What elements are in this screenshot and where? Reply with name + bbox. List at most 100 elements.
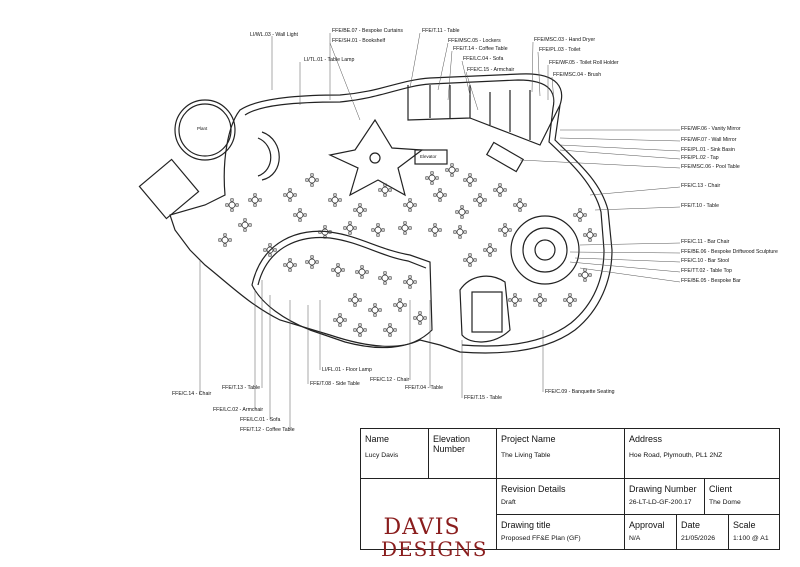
table-mark: [431, 226, 439, 234]
label-chair-c14: FFE/C.14 - Chair: [172, 391, 212, 397]
table-mark: [241, 221, 249, 229]
chair-mark: [218, 238, 222, 242]
chair-mark: [403, 221, 407, 225]
bespoke-bar: [510, 215, 580, 285]
chair-mark: [408, 198, 412, 202]
chair-mark: [403, 280, 407, 284]
chair-mark: [578, 208, 582, 212]
label-table-t10: FFE/T.10 - Table: [681, 203, 719, 209]
chair-mark: [518, 298, 522, 302]
chair-mark: [543, 298, 547, 302]
chair-mark: [408, 285, 412, 289]
table-mark: [228, 201, 236, 209]
chair-mark: [438, 228, 442, 232]
chair-mark: [583, 213, 587, 217]
chair-mark: [383, 183, 387, 187]
chair-mark: [568, 303, 572, 307]
chair-mark: [503, 188, 507, 192]
chair-mark: [358, 323, 362, 327]
chair-mark: [378, 188, 382, 192]
chair-mark: [230, 198, 234, 202]
chair-mark: [353, 303, 357, 307]
label-chair-c13: FFE/C.13 - Chair: [681, 183, 721, 189]
cell-drawing-number: Drawing Number 26-LT-LD-GF-200.17: [625, 479, 705, 515]
chair-mark: [418, 321, 422, 325]
table-mark: [331, 196, 339, 204]
cell-client: Client The Dome: [705, 479, 779, 515]
chair-mark: [518, 198, 522, 202]
chair-mark: [488, 253, 492, 257]
chair-mark: [338, 198, 342, 202]
chair-mark: [268, 253, 272, 257]
chair-mark: [455, 168, 459, 172]
chair-mark: [450, 163, 454, 167]
table-mark: [566, 296, 574, 304]
chair-mark: [373, 313, 377, 317]
chair-mark: [413, 316, 417, 320]
chair-mark: [248, 223, 252, 227]
chair-mark: [298, 218, 302, 222]
chair-mark: [433, 233, 437, 237]
chair-mark: [478, 193, 482, 197]
chair-mark: [503, 233, 507, 237]
chair-mark: [513, 293, 517, 297]
room-plant: Plant: [197, 126, 208, 131]
table-mark: [496, 186, 504, 194]
chair-mark: [413, 203, 417, 207]
label-brush: FFE/MSC.04 - Brush: [553, 72, 602, 78]
chair-mark: [578, 273, 582, 277]
chair-mark: [333, 318, 337, 322]
chair-mark: [293, 213, 297, 217]
chair-mark: [310, 183, 314, 187]
label-tap: FFE/PL.02 - Tap: [681, 155, 719, 161]
chair-mark: [283, 193, 287, 197]
chair-mark: [408, 208, 412, 212]
chair-mark: [371, 228, 375, 232]
chair-mark: [573, 298, 577, 302]
chair-mark: [468, 253, 472, 257]
chair-mark: [358, 213, 362, 217]
chair-mark: [243, 218, 247, 222]
chair-mark: [376, 233, 380, 237]
chair-mark: [293, 193, 297, 197]
table-mark: [336, 316, 344, 324]
chair-mark: [593, 233, 597, 237]
chair-mark: [483, 248, 487, 252]
chair-mark: [381, 228, 385, 232]
chair-mark: [518, 208, 522, 212]
chair-mark: [248, 198, 252, 202]
chair-mark: [455, 210, 459, 214]
chair-mark: [583, 278, 587, 282]
chair-mark: [430, 181, 434, 185]
chair-mark: [323, 235, 327, 239]
chair-mark: [358, 333, 362, 337]
chair-mark: [450, 173, 454, 177]
chair-mark: [493, 248, 497, 252]
chair-mark: [463, 258, 467, 262]
label-toilet: FFE/PL.03 - Toilet: [539, 47, 581, 53]
chair-mark: [568, 293, 572, 297]
table-mark: [456, 228, 464, 236]
cell-scale: Scale 1:100 @ A1: [733, 520, 769, 542]
chair-mark: [328, 230, 332, 234]
chair-mark: [288, 198, 292, 202]
chair-mark: [383, 328, 387, 332]
table-mark: [356, 206, 364, 214]
chair-mark: [408, 275, 412, 279]
chair-mark: [413, 280, 417, 284]
table-mark: [308, 176, 316, 184]
chair-mark: [353, 328, 357, 332]
chair-mark: [588, 238, 592, 242]
chair-mark: [235, 203, 239, 207]
table-mark: [346, 224, 354, 232]
chair-mark: [483, 198, 487, 202]
chair-mark: [388, 323, 392, 327]
table-mark: [286, 261, 294, 269]
chair-mark: [458, 225, 462, 229]
chair-mark: [398, 308, 402, 312]
room-elevator: Elevator: [420, 154, 437, 159]
chair-mark: [425, 176, 429, 180]
chair-mark: [373, 303, 377, 307]
chair-mark: [310, 265, 314, 269]
chair-mark: [348, 298, 352, 302]
